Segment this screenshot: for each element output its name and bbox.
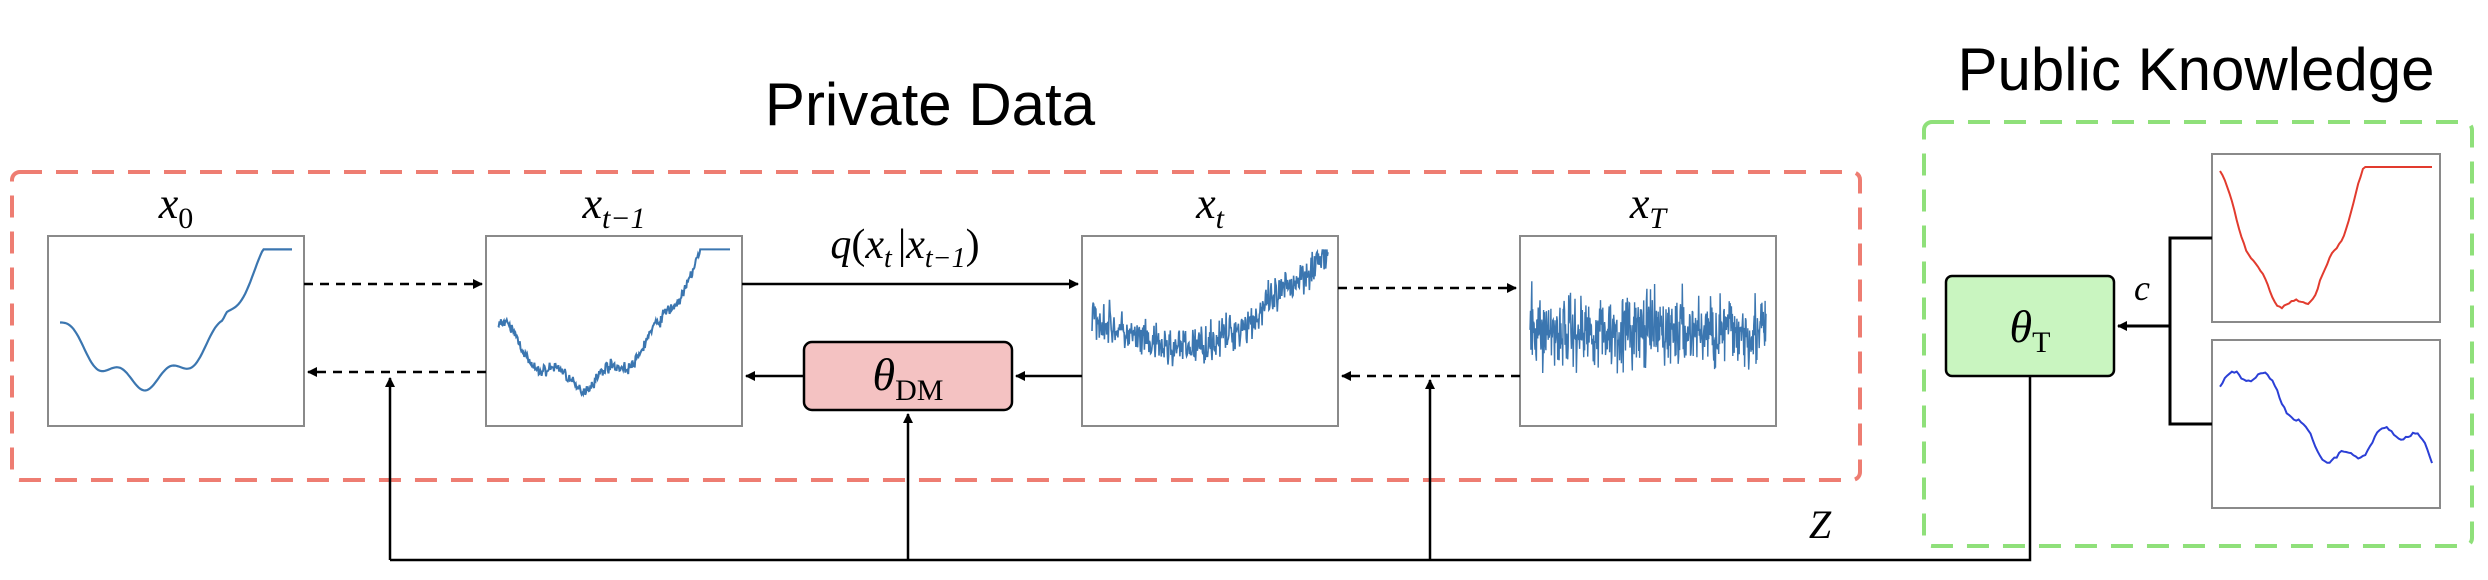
panel-label-xt-minus-1: xt−1 xyxy=(581,179,645,235)
public-series-red xyxy=(2219,166,2432,310)
theta-t-label: θT xyxy=(2010,301,2051,359)
series-xt xyxy=(1091,248,1329,367)
c-bracket xyxy=(2168,236,2212,426)
public-knowledge-region xyxy=(1922,120,2474,548)
theta-dm-label: θDM xyxy=(873,349,944,407)
series-xT xyxy=(1529,281,1767,374)
z-path xyxy=(390,376,2032,562)
private-data-region xyxy=(10,170,1862,482)
series-xt-minus-1 xyxy=(497,248,730,398)
series-x0 xyxy=(60,248,292,392)
panel-label-xt: xt xyxy=(1195,179,1225,235)
panel-x0 xyxy=(47,235,305,427)
forward-process-label: q(xt|xt−1) xyxy=(830,222,979,274)
public-panel-red xyxy=(2211,153,2441,323)
panel-xt-minus-1 xyxy=(485,235,743,427)
panel-xT xyxy=(1519,235,1777,427)
panel-xt xyxy=(1081,235,1339,427)
theta-t-box: θT xyxy=(1944,274,2116,378)
public-series-blue xyxy=(2219,370,2433,464)
private-data-title: Private Data xyxy=(765,71,1096,138)
public-panel-blue xyxy=(2211,339,2441,509)
c-label: c xyxy=(2134,268,2150,308)
z-label: Z xyxy=(1809,502,1832,547)
panel-label-x0: x0 xyxy=(158,179,194,235)
public-knowledge-title: Public Knowledge xyxy=(1958,36,2435,103)
panel-label-xT: xT xyxy=(1629,179,1669,235)
theta-dm-box: θDM xyxy=(802,340,1014,412)
